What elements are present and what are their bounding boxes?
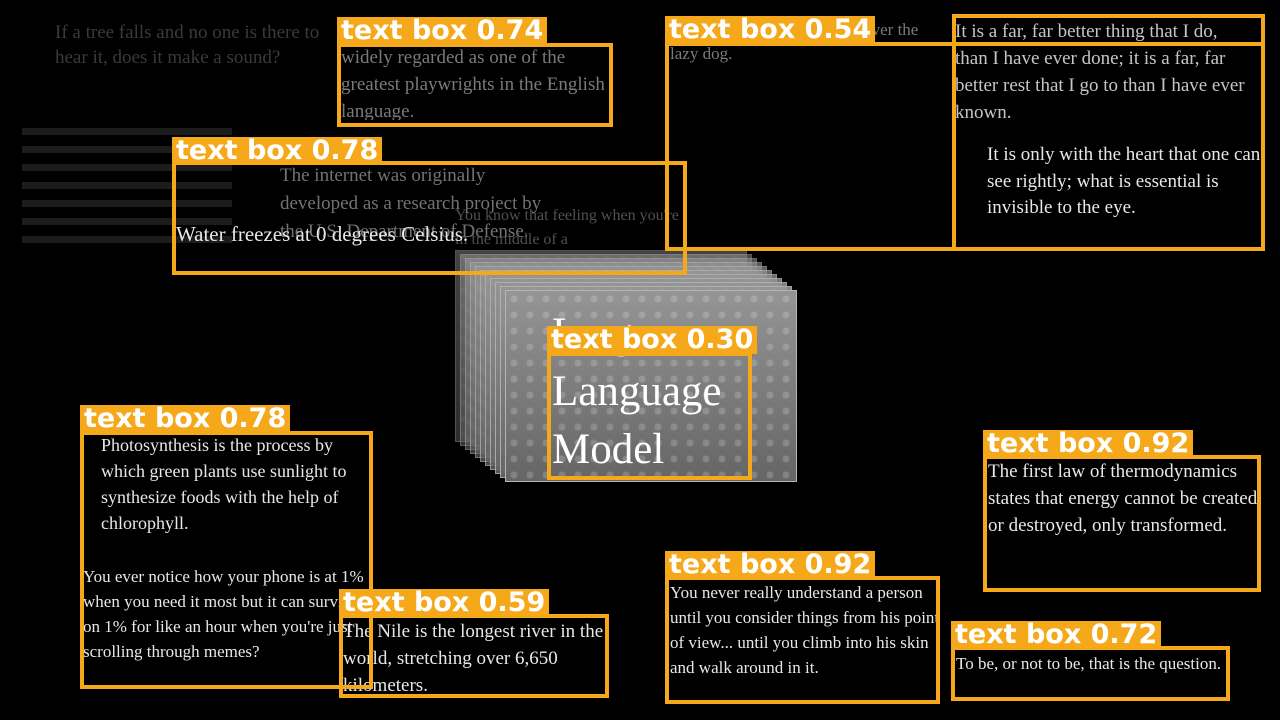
text-playwright: widely regarded as one of the greatest p…: [341, 47, 605, 120]
background-text-tree: If a tree falls and no one is there to h…: [55, 22, 320, 69]
detection-label: text box 0.54: [665, 16, 876, 44]
detection-box: [983, 455, 1261, 592]
detection-box: [952, 14, 1265, 251]
detection-box: [80, 431, 373, 689]
text-heart: It is only with the heart that one can s…: [987, 144, 1261, 218]
detection-box: [337, 43, 613, 127]
detection-box: [951, 646, 1230, 701]
text-phone: You ever notice how your phone is at 1% …: [83, 567, 364, 661]
text-nile: The Nile is the longest river in the wor…: [343, 621, 604, 696]
detection-box: [172, 161, 687, 275]
detection-label: text box 0.30: [547, 326, 758, 354]
detection-label: text box 0.78: [172, 137, 383, 165]
text-understand: You never really understand a person unt…: [670, 583, 940, 677]
text-photosynthesis: Photosynthesis is the process by which g…: [101, 435, 347, 533]
detection-label: text box 0.78: [80, 405, 291, 433]
detection-label: text box 0.59: [339, 589, 550, 617]
text-to-be: To be, or not to be, that is the questio…: [956, 654, 1222, 673]
detection-label: text box 0.92: [665, 551, 876, 579]
detection-box: [339, 614, 609, 698]
detection-label: text box 0.92: [983, 430, 1194, 458]
text-water: Water freezes at 0 degrees Celsius.: [176, 222, 469, 246]
model-stack-graphic: [455, 250, 805, 500]
background-text-feeling: You know that feeling when you're in the…: [455, 207, 679, 248]
detection-box: [547, 352, 752, 480]
detection-label: text box 0.72: [951, 621, 1162, 649]
text-far-better: It is a far, far better thing that I do,…: [955, 21, 1245, 123]
detection-box: [665, 576, 940, 704]
text-internet: The internet was originally developed as…: [280, 165, 542, 242]
detection-label: text box 0.74: [337, 17, 548, 45]
text-thermodynamics: The first law of thermodynamics states t…: [988, 461, 1258, 536]
